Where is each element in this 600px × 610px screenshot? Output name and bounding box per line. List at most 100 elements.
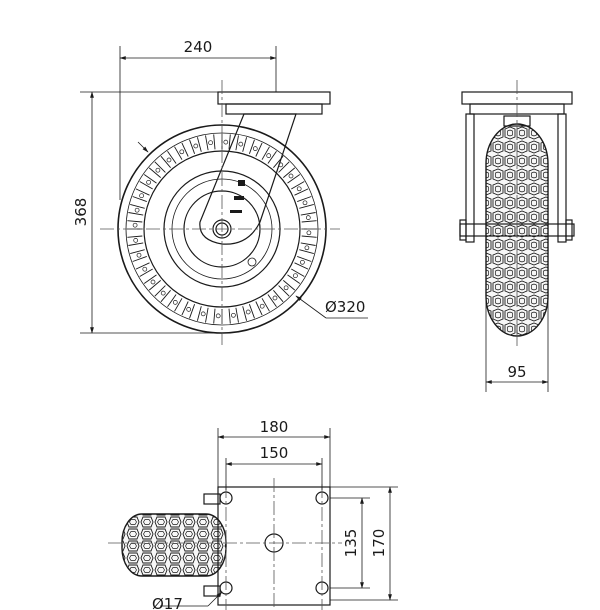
tread-block xyxy=(205,307,209,323)
front-tire-tread xyxy=(127,134,317,324)
tread-block xyxy=(297,196,312,203)
tread-block xyxy=(291,268,305,277)
dim-width-top: 240 xyxy=(184,38,213,56)
dim-wheel-diameter: Ø320 xyxy=(325,298,365,316)
tread-block xyxy=(154,285,166,297)
tread-block xyxy=(174,298,183,312)
tread-dot xyxy=(304,245,310,251)
tread-block xyxy=(248,304,255,319)
tread-block xyxy=(278,285,290,297)
tread-block xyxy=(235,135,239,151)
tread-block xyxy=(242,306,248,321)
tread-dot xyxy=(296,186,302,192)
tread-block xyxy=(228,308,231,324)
tread-block xyxy=(278,161,290,173)
tread-block xyxy=(135,188,150,196)
tread-block xyxy=(154,161,166,173)
front-valve xyxy=(247,257,257,267)
tread-block xyxy=(130,249,145,255)
tread-dot xyxy=(259,303,265,309)
dim-side-width: 95 xyxy=(507,363,526,381)
tread-dot xyxy=(302,200,308,206)
tread-block xyxy=(261,146,270,160)
tread-block xyxy=(135,262,150,270)
tread-block xyxy=(299,249,314,255)
top-tire xyxy=(121,513,227,577)
tread-dot xyxy=(146,179,151,185)
top-fork-ear-bottom xyxy=(203,585,221,597)
tread-dot xyxy=(193,143,199,149)
front-view: 240 368 Ø320 xyxy=(72,38,368,345)
tread-block xyxy=(301,220,317,223)
dim-height-total: 368 xyxy=(72,198,90,227)
tread-block xyxy=(139,268,153,277)
tread-block xyxy=(248,139,255,154)
side-nut-left xyxy=(459,219,467,241)
tread-dot xyxy=(306,230,312,236)
tread-dot xyxy=(245,309,251,315)
tread-block xyxy=(213,308,216,324)
tread-block xyxy=(148,167,161,178)
fork-label-mark-3 xyxy=(230,210,242,213)
tread-dot xyxy=(133,238,139,243)
tread-block xyxy=(301,235,317,238)
dim-bolt-spacing-y: 135 xyxy=(342,529,360,558)
tread-dot xyxy=(150,279,156,285)
tread-block xyxy=(181,301,189,316)
tread-block xyxy=(127,235,143,238)
tread-block xyxy=(297,255,312,262)
tread-block xyxy=(128,242,144,246)
tread-dot xyxy=(231,312,236,318)
tread-dot xyxy=(208,140,213,146)
tread-block xyxy=(291,181,305,190)
tread-block xyxy=(160,155,171,168)
tread-dot xyxy=(155,167,161,173)
tread-block xyxy=(228,134,231,150)
tread-dot xyxy=(200,311,206,317)
tread-dot xyxy=(136,252,142,258)
side-view: 95 xyxy=(459,80,575,392)
tread-block xyxy=(189,304,196,319)
dim-plate-depth: 170 xyxy=(370,529,388,558)
tread-block xyxy=(267,294,277,308)
tread-dot xyxy=(238,141,244,147)
tread-block xyxy=(283,280,296,291)
tread-dot xyxy=(166,157,172,163)
tread-dot xyxy=(134,207,140,213)
tread-block xyxy=(299,203,314,209)
tread-dot xyxy=(172,300,178,305)
tread-dot xyxy=(142,266,148,272)
tread-block xyxy=(283,167,296,178)
tread-block xyxy=(139,181,153,190)
tread-dot xyxy=(223,139,229,145)
tread-block xyxy=(132,255,147,262)
tread-block xyxy=(127,220,143,223)
side-fork-left xyxy=(465,113,475,243)
tread-dot xyxy=(283,285,289,291)
tread-block xyxy=(128,212,144,216)
tread-dot xyxy=(132,222,138,228)
tread-block xyxy=(294,188,309,196)
tread-dot xyxy=(186,307,192,312)
tread-block xyxy=(255,142,263,157)
dim-bolt-spacing-x: 150 xyxy=(260,444,289,462)
tread-block xyxy=(300,212,316,216)
tread-block xyxy=(294,262,309,270)
top-view: 180 150 135 170 Ø17 xyxy=(108,418,398,610)
tread-block xyxy=(273,290,284,303)
tread-block xyxy=(143,174,157,184)
tread-dot xyxy=(179,149,185,155)
side-fork-right xyxy=(557,113,567,243)
side-nut-right xyxy=(565,219,573,241)
tread-block xyxy=(130,203,145,209)
front-plate-base xyxy=(225,103,323,115)
tread-block xyxy=(196,137,202,152)
tread-dot xyxy=(300,259,305,265)
fork-label-mark xyxy=(238,180,245,186)
tread-block xyxy=(181,142,189,157)
tread-dot xyxy=(305,215,311,220)
tread-dot xyxy=(160,290,166,296)
tread-block xyxy=(148,280,161,291)
tread-block xyxy=(235,307,239,323)
